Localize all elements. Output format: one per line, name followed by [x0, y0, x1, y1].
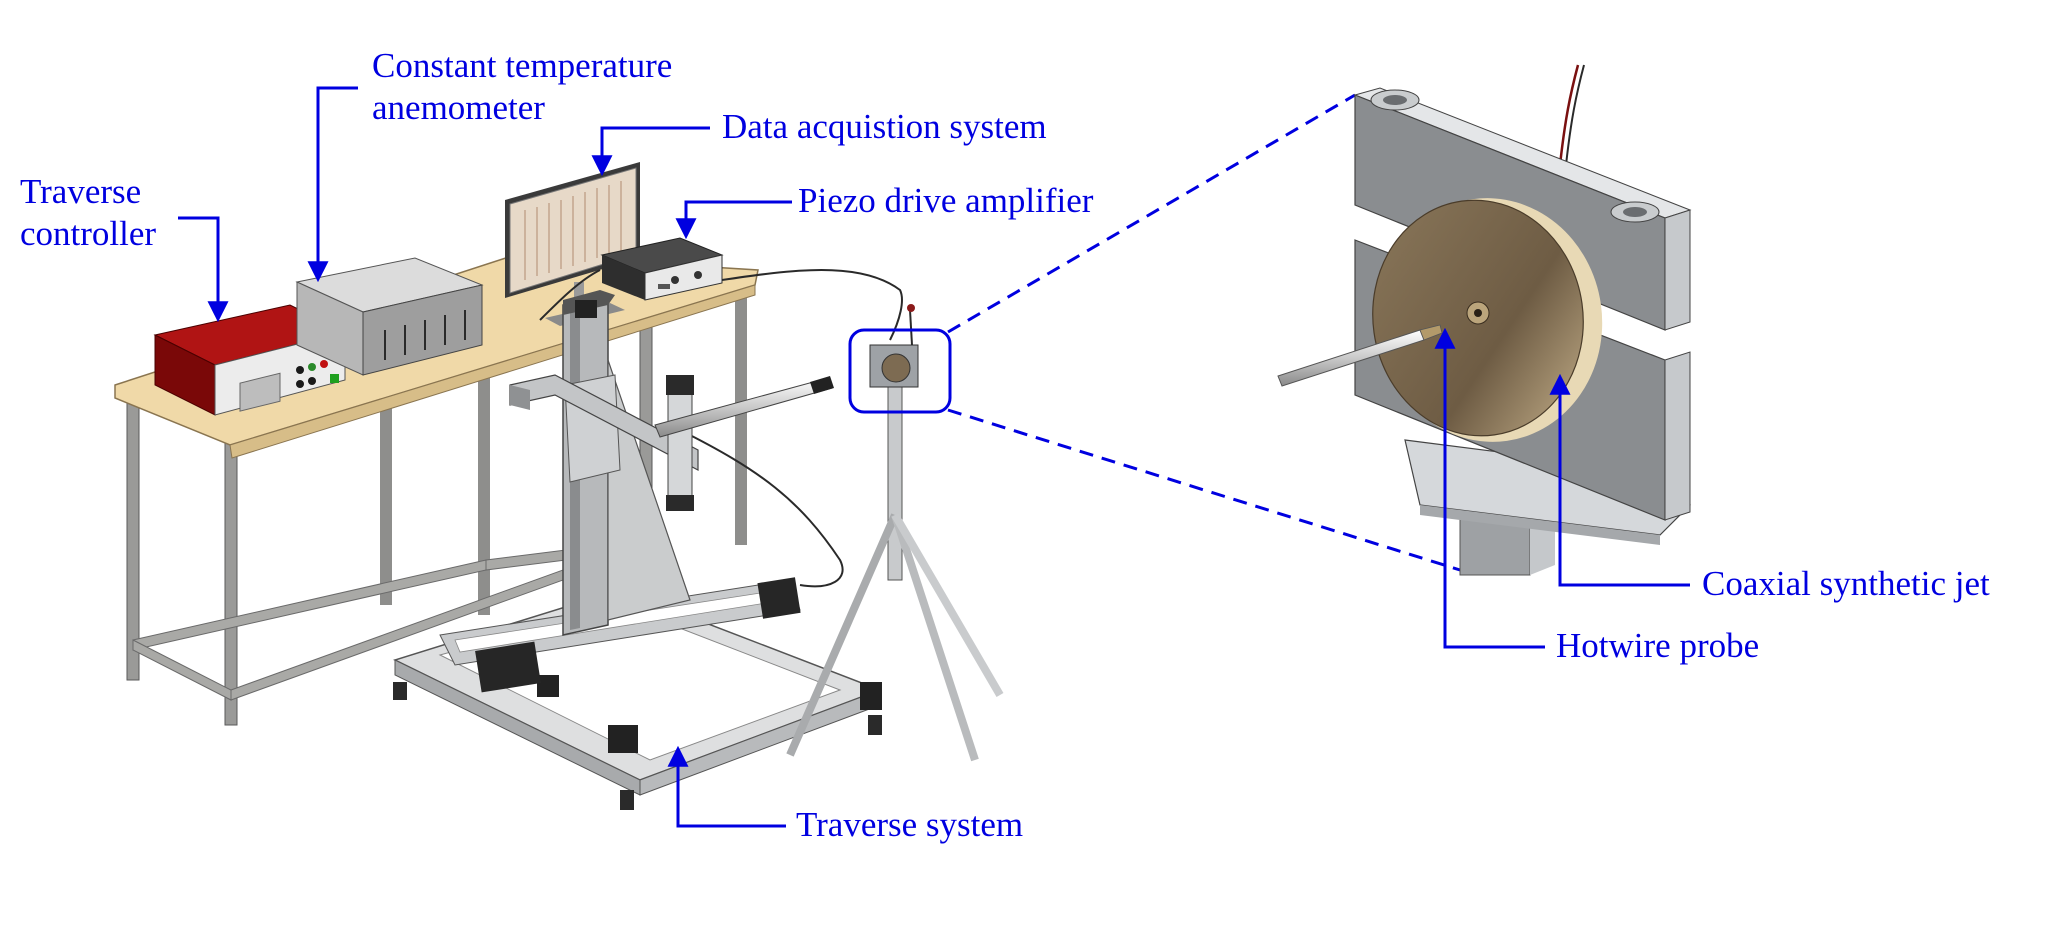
label-coaxial-jet: Coaxial synthetic jet — [1702, 564, 1990, 603]
traverse-system-rig — [392, 290, 883, 810]
label-piezo: Piezo drive amplifier — [798, 181, 1094, 220]
label-traverse-controller-line1: Traverse — [20, 172, 142, 211]
anemometer-device — [295, 257, 484, 376]
label-anemometer-line1: Constant temperature — [372, 46, 673, 85]
annotation-leaders — [178, 86, 1690, 828]
label-hotwire: Hotwire probe — [1556, 626, 1760, 665]
coaxial-jet-closeup — [1277, 64, 1692, 576]
label-anemometer: Constant temperature anemometer — [372, 45, 672, 129]
jet-tripod-stand — [786, 304, 1004, 762]
arrow-hotwire — [1434, 327, 1545, 649]
label-traverse-controller-line2: controller — [20, 214, 157, 253]
zoom-highlight-box — [848, 328, 952, 414]
arrow-anemometer — [307, 86, 358, 283]
zoom-line-top — [947, 93, 1356, 334]
arrow-traverse-controller — [178, 216, 229, 323]
label-traverse-controller: Traverse controller — [20, 171, 156, 255]
arrow-traverse-system — [667, 745, 786, 828]
arrow-daq — [591, 126, 710, 177]
label-traverse-system: Traverse system — [796, 805, 1024, 844]
piezo-amplifier-device — [600, 237, 724, 301]
arrow-coaxial-jet — [1549, 373, 1690, 587]
arrow-piezo — [675, 200, 792, 240]
signal-cable — [721, 269, 903, 341]
probe-cable — [679, 429, 844, 588]
zoom-line-bottom — [947, 408, 1461, 572]
label-daq: Data acquistion system — [722, 107, 1047, 146]
label-anemometer-line2: anemometer — [372, 88, 545, 127]
